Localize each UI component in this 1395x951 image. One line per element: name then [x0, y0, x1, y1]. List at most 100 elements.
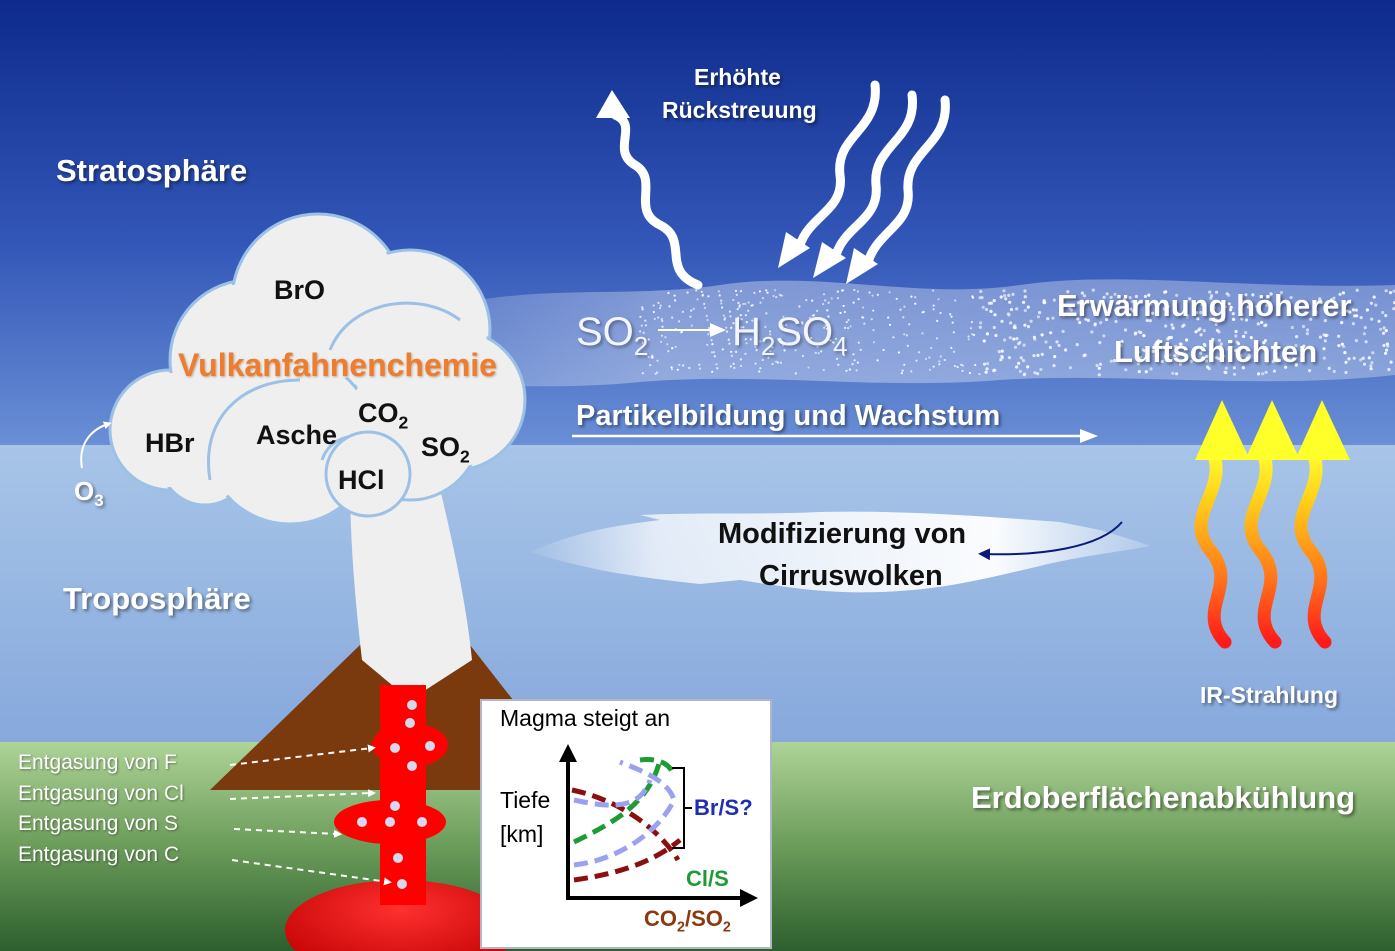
aerosol-dot: [1365, 308, 1369, 312]
particle-label: Partikelbildung und Wachstum: [576, 400, 1001, 432]
aerosol-dot: [775, 360, 778, 363]
aerosol-dot: [1265, 303, 1269, 307]
aerosol-dot: [921, 311, 924, 314]
aerosol-dot: [1271, 359, 1275, 363]
aerosol-dot: [641, 306, 644, 309]
aerosol-dot: [1268, 303, 1272, 307]
aerosol-dot: [1242, 299, 1246, 303]
aerosol-dot: [1062, 313, 1066, 317]
aerosol-dot: [847, 318, 850, 322]
aerosol-dot: [1008, 300, 1012, 304]
aerosol-dot: [737, 316, 740, 319]
aerosol-dot: [1068, 313, 1072, 317]
aerosol-dot: [1098, 341, 1102, 345]
aerosol-dot: [1221, 318, 1226, 322]
aerosol-dot: [1272, 369, 1276, 373]
aerosol-dot: [980, 296, 984, 300]
aerosol-dot: [1341, 291, 1345, 295]
aerosol-dot: [1164, 324, 1168, 328]
aerosol-dot: [1102, 334, 1106, 338]
aerosol-dot: [953, 350, 956, 353]
aerosol-dot: [641, 308, 644, 311]
aerosol-dot: [1232, 372, 1237, 376]
aerosol-dot: [816, 346, 819, 349]
aerosol-dot: [658, 307, 662, 310]
aerosol-dot: [1173, 354, 1177, 358]
aerosol-dot: [1068, 366, 1072, 370]
aerosol-dot: [949, 313, 952, 316]
aerosol-dot: [1223, 305, 1227, 309]
aerosol-dot: [1023, 295, 1027, 299]
aerosol-dot: [644, 319, 647, 322]
aerosol-dot: [743, 330, 746, 333]
cirrus-arrow: [978, 521, 1123, 561]
aerosol-dot: [666, 343, 669, 346]
aerosol-dot: [1148, 319, 1152, 323]
aerosol-dot: [1210, 294, 1214, 298]
magma-conduit: [380, 685, 426, 905]
aerosol-dot: [1196, 317, 1200, 321]
aerosol-dot: [1018, 340, 1022, 345]
aerosol-dot: [984, 307, 989, 312]
aerosol-dot: [1287, 357, 1291, 361]
aerosol-dot: [729, 365, 732, 368]
aerosol-dot: [1249, 336, 1253, 340]
inset-cl-s-label: Cl/S: [686, 866, 729, 891]
aerosol-dot: [956, 366, 959, 369]
aerosol-dot: [1174, 345, 1178, 349]
aerosol-dot: [1214, 322, 1218, 326]
aerosol-dot: [739, 290, 743, 293]
aerosol-dot: [961, 369, 964, 372]
aerosol-dot: [888, 291, 891, 294]
aerosol-dot: [1082, 354, 1086, 358]
aerosol-dot: [868, 291, 871, 294]
so2-label: SO2: [421, 432, 470, 467]
aerosol-dot: [778, 293, 782, 296]
aerosol-dot: [852, 353, 855, 356]
aerosol-dot: [1032, 354, 1036, 358]
inset-depth-line2: [km]: [500, 821, 544, 847]
aerosol-dot: [1080, 291, 1084, 295]
aerosol-dot: [1247, 353, 1251, 357]
aerosol-dot: [1227, 302, 1231, 306]
aerosol-dot: [1123, 328, 1128, 332]
aerosol-dot: [857, 298, 860, 301]
aerosol-dot: [827, 301, 830, 304]
aerosol-dot: [689, 315, 692, 318]
aerosol-dot: [1214, 318, 1219, 322]
aerosol-dot: [1320, 300, 1324, 305]
aerosol-dot: [1353, 314, 1357, 318]
aerosol-dot: [1235, 340, 1239, 344]
aerosol-dot: [930, 346, 933, 350]
aerosol-dot: [1335, 303, 1339, 307]
aerosol-dot: [960, 363, 963, 366]
aerosol-dot: [754, 362, 757, 365]
incoming-radiation-arrows: [795, 80, 950, 267]
aerosol-dot: [1289, 295, 1293, 300]
aerosol-dot: [837, 363, 840, 366]
aerosol-dot: [1102, 295, 1106, 299]
aerosol-dot: [1209, 317, 1213, 321]
aerosol-dot: [974, 363, 977, 367]
aerosol-dot: [1069, 308, 1073, 312]
aerosol-dot: [678, 320, 681, 323]
aerosol-dot: [1055, 340, 1059, 344]
aerosol-dot: [667, 291, 670, 295]
o3-arrow: [80, 421, 112, 469]
aerosol-dot: [758, 290, 762, 293]
aerosol-dot: [1002, 289, 1006, 293]
aerosol-dot: [1199, 310, 1203, 315]
aerosol-dot: [986, 362, 990, 366]
aerosol-dot: [700, 290, 703, 293]
aerosol-dot: [657, 301, 660, 304]
aerosol-dot: [1344, 360, 1348, 364]
aerosol-dot: [1284, 365, 1288, 369]
aerosol-dot: [782, 315, 785, 318]
aerosol-dot: [1387, 367, 1391, 372]
aerosol-dot: [1361, 356, 1365, 360]
aerosol-dot: [1036, 372, 1040, 376]
aerosol-dot: [1091, 288, 1095, 292]
aerosol-dot: [1384, 314, 1388, 318]
aerosol-dot: [1234, 329, 1238, 334]
aerosol-dot: [1003, 338, 1007, 342]
